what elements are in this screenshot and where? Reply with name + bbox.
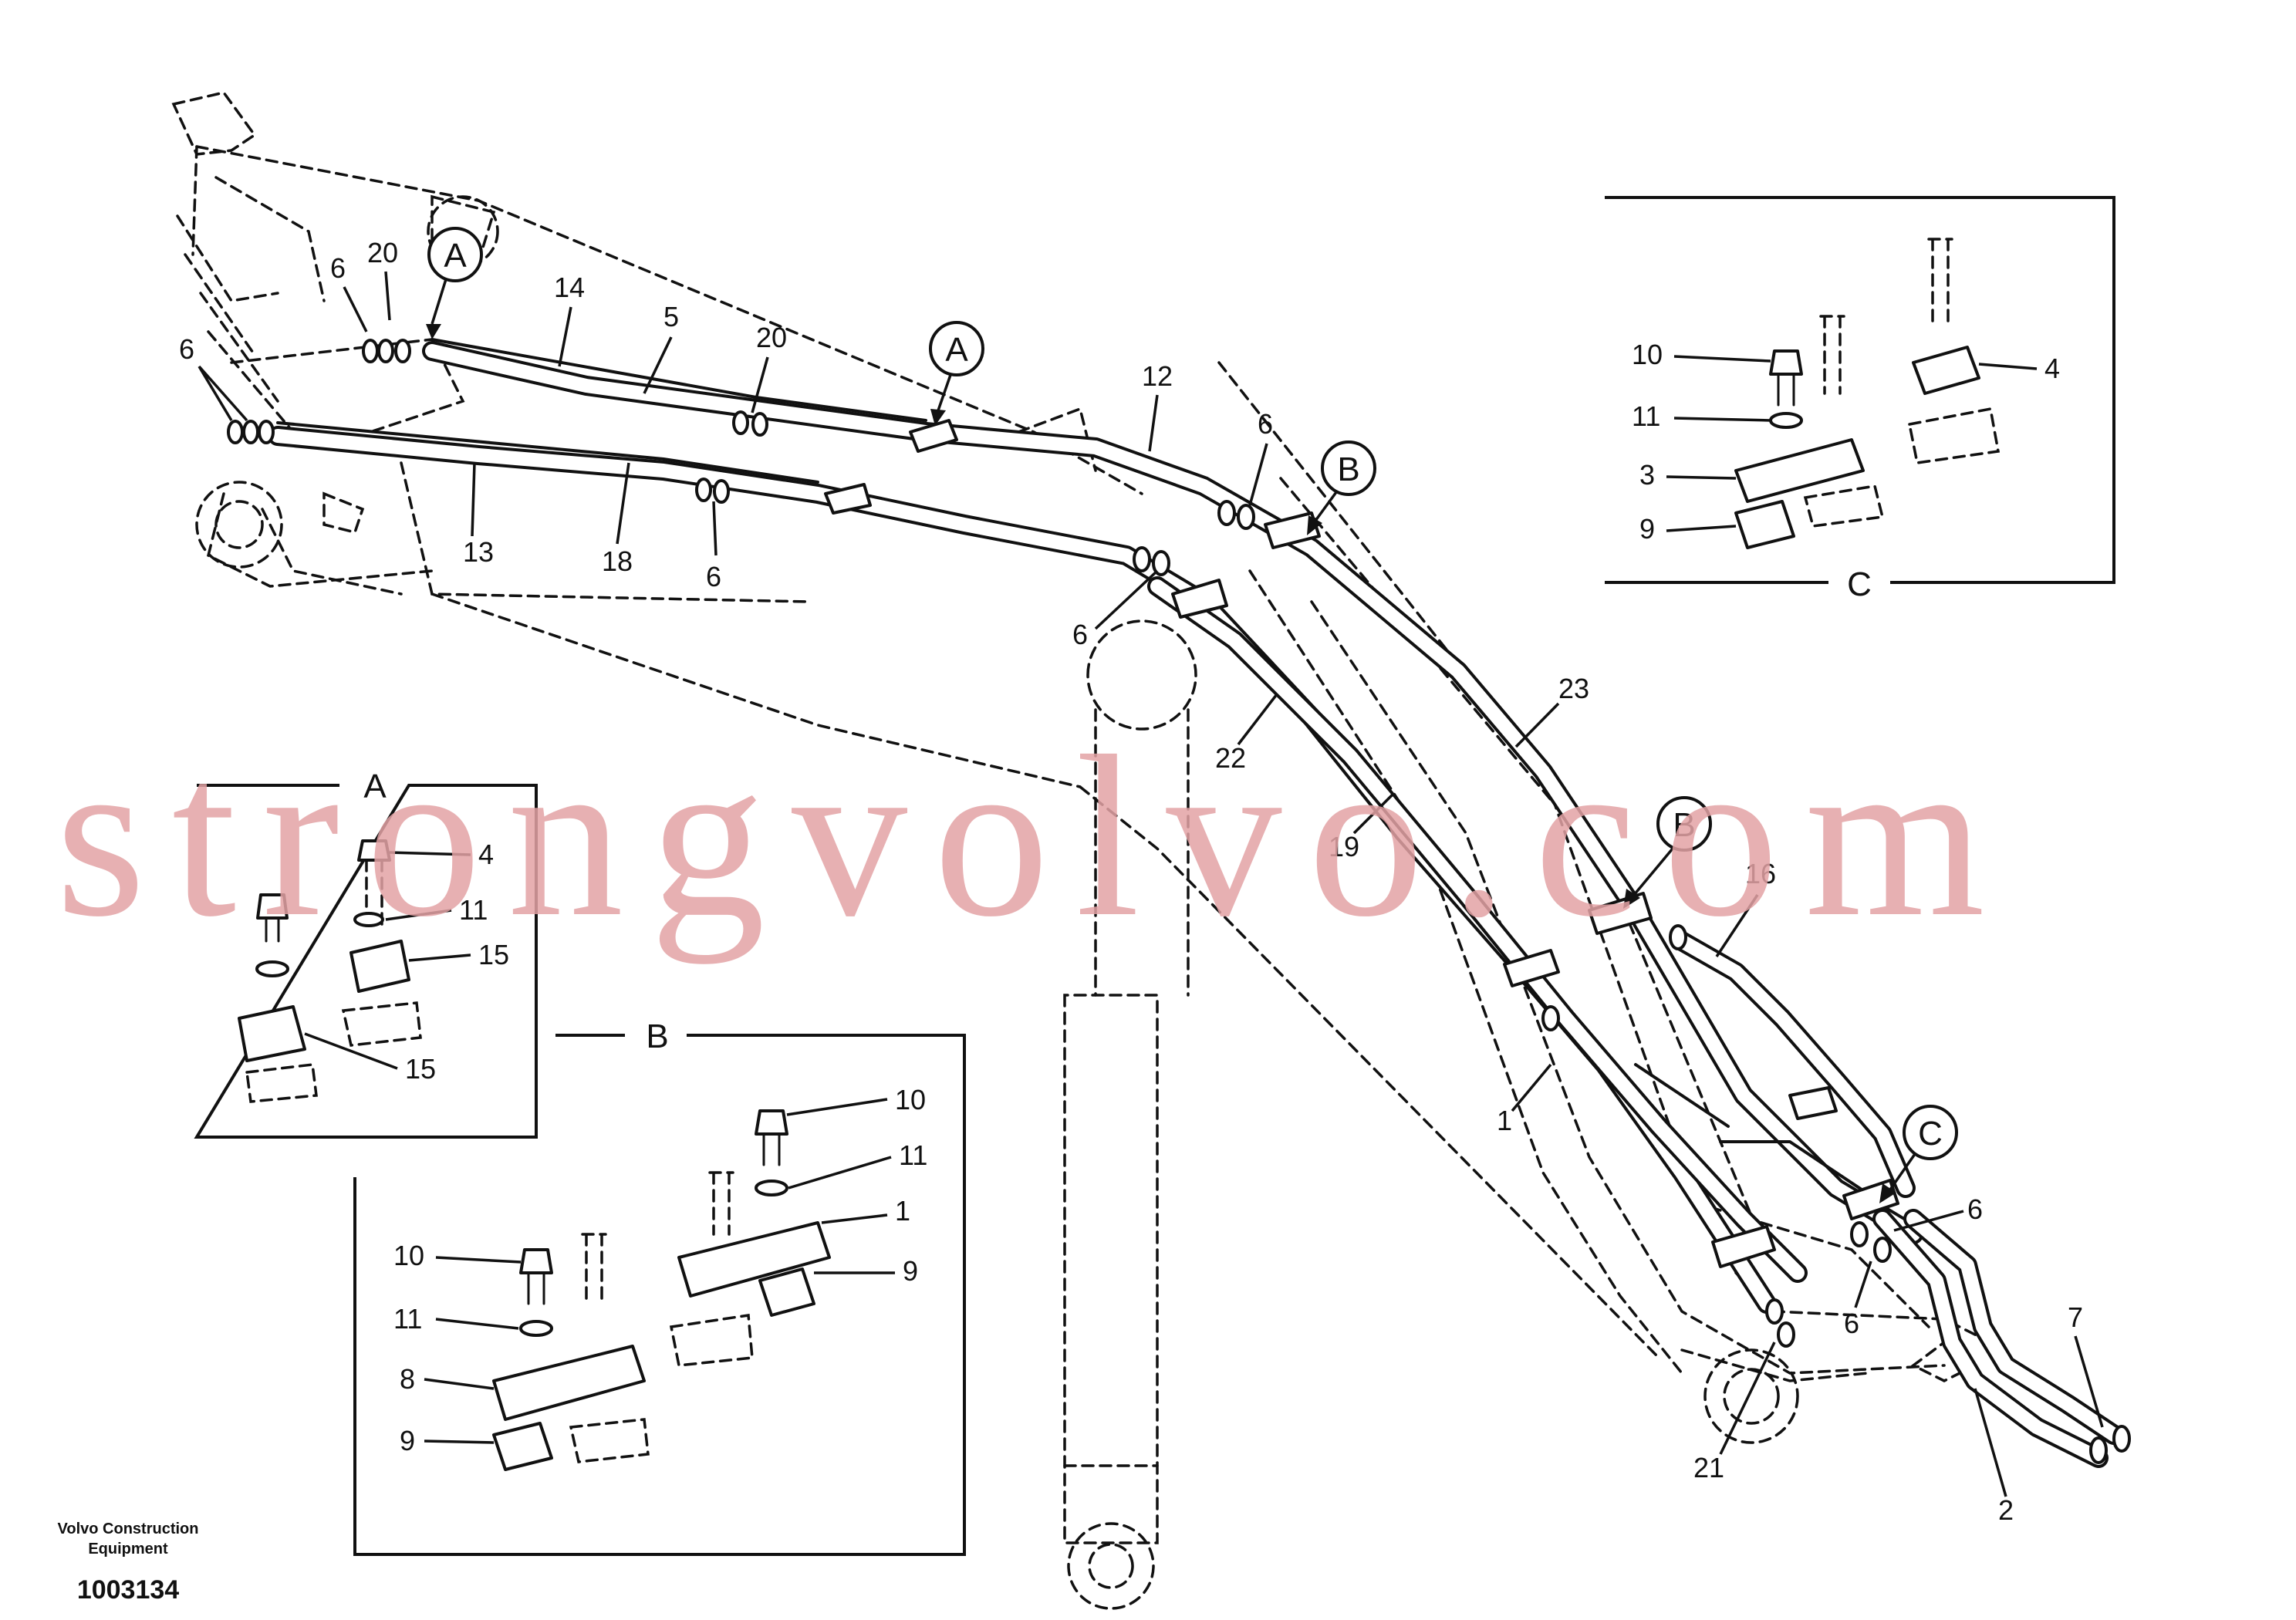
callout-10: 10 (1632, 339, 1663, 370)
callout-6: 6 (1258, 408, 1273, 440)
manufacturer-line-1: Volvo Construction (58, 1520, 199, 1537)
view-marker-b-lower: B (1623, 796, 1712, 909)
callout-4: 4 (2044, 353, 2060, 384)
callout-20: 20 (367, 237, 398, 268)
callout-16: 16 (1745, 858, 1776, 889)
callout-6: 6 (706, 561, 721, 592)
callout-23: 23 (1558, 673, 1589, 704)
callout-12: 12 (1142, 360, 1173, 392)
detail-a: A 4 11 15 15 (194, 768, 538, 1139)
svg-text:A: A (444, 237, 467, 275)
view-marker-b-upper: B (1307, 440, 1376, 535)
callout-22: 22 (1215, 742, 1246, 774)
callout-9: 9 (1639, 513, 1655, 545)
detail-a-caption: A (363, 768, 387, 805)
callout-15: 15 (405, 1053, 436, 1085)
fittings (227, 339, 2131, 1464)
detail-c-caption: C (1847, 565, 1872, 603)
callout-6: 6 (1967, 1193, 1983, 1225)
callout-5: 5 (663, 301, 679, 332)
callout-7: 7 (2068, 1301, 2083, 1333)
callout-6: 6 (330, 252, 346, 284)
callout-15: 15 (478, 939, 509, 970)
cylinder-outline (1063, 619, 1197, 1610)
callout-21: 21 (1693, 1452, 1724, 1483)
callout-1: 1 (895, 1195, 910, 1227)
callout-4: 4 (478, 839, 494, 870)
callout-13: 13 (463, 536, 494, 568)
view-marker-a-mid: A (929, 321, 984, 426)
callout-9: 9 (903, 1255, 918, 1287)
detail-b: B 10 11 1 9 10 11 8 9 (353, 1018, 966, 1556)
callout-11: 11 (899, 1139, 927, 1171)
callout-6: 6 (179, 333, 194, 365)
main-callouts: 20 6 14 5 20 6 13 18 6 12 6 6 22 23 19 1… (179, 237, 2104, 1526)
watermark: strongvolvo.com (56, 708, 2011, 965)
callout-14: 14 (554, 272, 585, 303)
document-number: 1003134 (77, 1575, 179, 1605)
manufacturer-line-2: Equipment (88, 1541, 168, 1558)
detail-c: C 10 11 3 9 4 (1605, 196, 2115, 603)
view-marker-c: C (1879, 1105, 1958, 1203)
callout-6: 6 (1072, 619, 1088, 650)
detail-b-caption: B (646, 1018, 668, 1055)
callout-2: 2 (1998, 1494, 2014, 1526)
callout-11: 11 (393, 1303, 422, 1335)
callout-11: 11 (459, 894, 488, 926)
svg-text:B: B (1673, 806, 1695, 844)
callout-20: 20 (756, 322, 787, 353)
callout-10: 10 (895, 1084, 926, 1115)
callout-6: 6 (1844, 1308, 1859, 1339)
callout-10: 10 (393, 1240, 424, 1271)
callout-18: 18 (602, 545, 633, 577)
callout-11: 11 (1632, 400, 1660, 432)
svg-text:A: A (945, 331, 968, 369)
callout-3: 3 (1639, 459, 1655, 491)
svg-text:B: B (1337, 451, 1359, 488)
callout-1: 1 (1497, 1105, 1512, 1136)
view-marker-a-upper: A (426, 227, 483, 339)
svg-text:C: C (1918, 1115, 1943, 1153)
callout-8: 8 (400, 1363, 415, 1395)
callout-9: 9 (400, 1425, 415, 1456)
callout-19: 19 (1329, 831, 1359, 862)
